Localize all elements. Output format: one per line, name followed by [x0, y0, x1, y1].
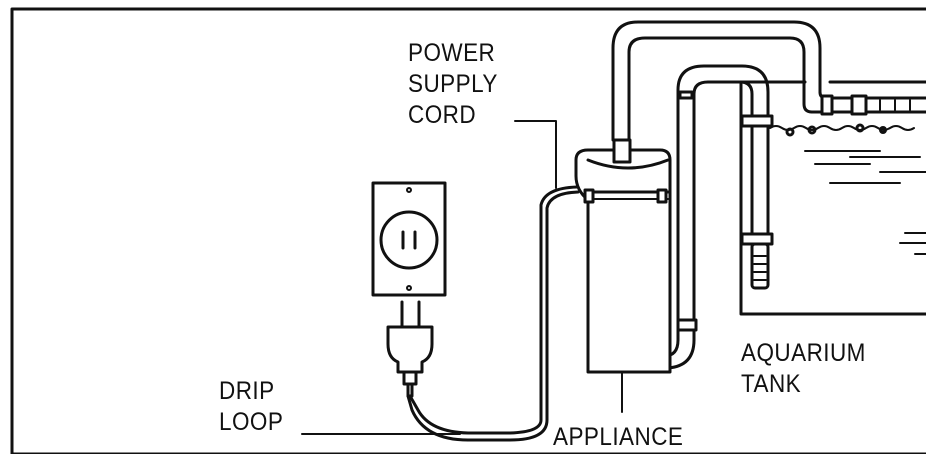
label-aquarium-line-2: TANK	[741, 370, 802, 398]
label-appliance-line-1: APPLIANCE	[553, 423, 684, 451]
appliance-body	[574, 138, 672, 374]
power-plug	[386, 300, 434, 398]
label-appliance: APPLIANCE	[553, 422, 683, 453]
label-aquarium-line-1: AQUARIUM	[741, 339, 866, 367]
label-drip-line-1: DRIP	[219, 377, 275, 405]
label-aquarium-tank: AQUARIUM TANK	[741, 338, 866, 400]
label-power-line-1: POWER	[408, 39, 496, 67]
aquarium-tank	[739, 80, 926, 316]
outlet-tube	[611, 20, 926, 142]
wall-outlet	[371, 181, 447, 297]
leader-power-cord	[514, 120, 557, 189]
intake-tube	[662, 64, 774, 370]
label-power-supply-cord: POWER SUPPLY CORD	[408, 38, 498, 131]
leader-lines	[301, 120, 623, 435]
power-supply-cord	[406, 185, 580, 442]
label-power-line-2: SUPPLY	[408, 70, 498, 98]
label-drip-loop: DRIP LOOP	[219, 376, 283, 438]
label-drip-line-2: LOOP	[219, 408, 284, 436]
label-power-line-3: CORD	[408, 101, 477, 129]
